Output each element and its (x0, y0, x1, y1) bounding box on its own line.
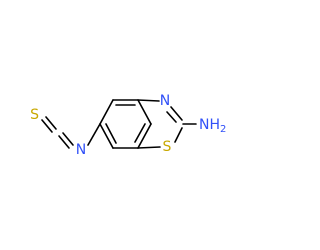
atom-label-n-ring: N (160, 93, 170, 109)
double-bond-inner (166, 111, 177, 123)
isothiocyanate-group (41, 116, 101, 149)
bond (174, 127, 183, 143)
thiazole-ring (137, 99, 197, 149)
double-bond (41, 119, 53, 133)
atom-label-h-amino: H (209, 117, 220, 133)
atom-label-s-ring: S (163, 139, 172, 155)
atom-label-subscript-2: 2 (220, 124, 226, 135)
amino-group-label: NH2 (199, 117, 226, 135)
atom-label-s-thio: S (30, 107, 39, 123)
atom-label-n-iso: N (76, 142, 86, 158)
double-bond (58, 135, 70, 149)
double-bond (62, 132, 74, 146)
bond (137, 146, 161, 149)
bond (87, 123, 101, 146)
structure-drawing: S N N S NH2 (30, 93, 226, 158)
bond (137, 99, 160, 102)
double-bond-inner (105, 123, 117, 144)
bond (170, 106, 183, 121)
double-bond-inner (134, 123, 146, 143)
benzene-ring (99, 99, 152, 149)
double-bond (45, 116, 57, 130)
bond (137, 99, 152, 125)
bond (137, 123, 152, 149)
atom-label-n-amino: N (199, 117, 209, 133)
bond (99, 123, 114, 149)
molecule-diagram: S N N S NH2 (30, 93, 227, 158)
bond (99, 99, 114, 125)
